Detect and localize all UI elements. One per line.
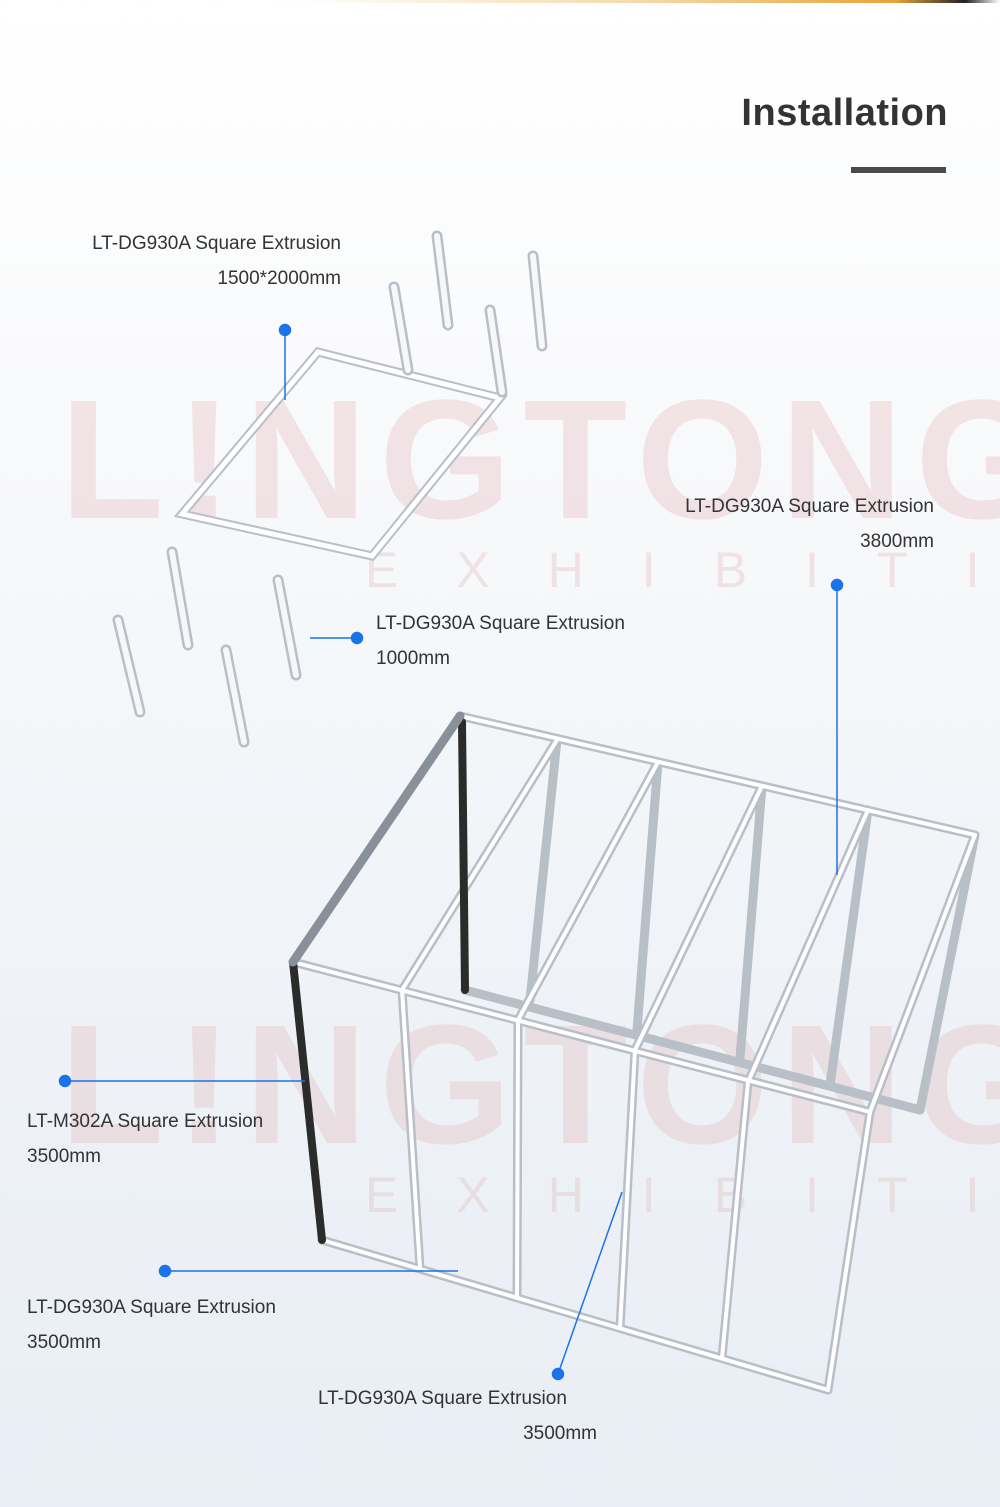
callout-4-name: LT-M302A Square Extrusion [27,1111,264,1132]
watermark-sub: EXHIBITION [365,1167,1000,1223]
callout-pointer-4 [58,1074,305,1088]
callout-pointer-5 [158,1264,458,1278]
callout-4-size: 3500mm [27,1146,101,1167]
callout-pointer-6 [551,1191,623,1381]
callout-6-size: 3500mm [523,1423,597,1444]
watermark-sub: EXHIBITION [365,542,1000,598]
callout-pointer-2 [830,578,844,875]
top-accent-bar [300,0,1000,3]
watermark-logo: L!NGTONG [60,365,1000,555]
callout-2-size: 3800mm [860,531,934,552]
callout-1-name: LT-DG930A Square Extrusion [92,233,341,254]
callout-5-size: 3500mm [27,1332,101,1353]
post-extrusions [112,230,548,748]
callout-2-name: LT-DG930A Square Extrusion [685,496,934,517]
dark-corner-profile [289,718,469,1244]
title-underline [851,167,946,173]
dark-top-rail [288,711,465,967]
callout-pointer-1 [278,323,292,400]
callout-3-name: LT-DG930A Square Extrusion [376,613,625,634]
callout-1-size: 1500*2000mm [217,268,341,289]
callout-6-name: LT-DG930A Square Extrusion [318,1388,567,1409]
callout-3-size: 1000mm [376,648,450,669]
callout-5-name: LT-DG930A Square Extrusion [27,1297,276,1318]
page-title: Installation [741,92,948,134]
callout-pointer-3 [310,631,364,645]
watermark-logo: L!NGTONG [60,990,1000,1180]
